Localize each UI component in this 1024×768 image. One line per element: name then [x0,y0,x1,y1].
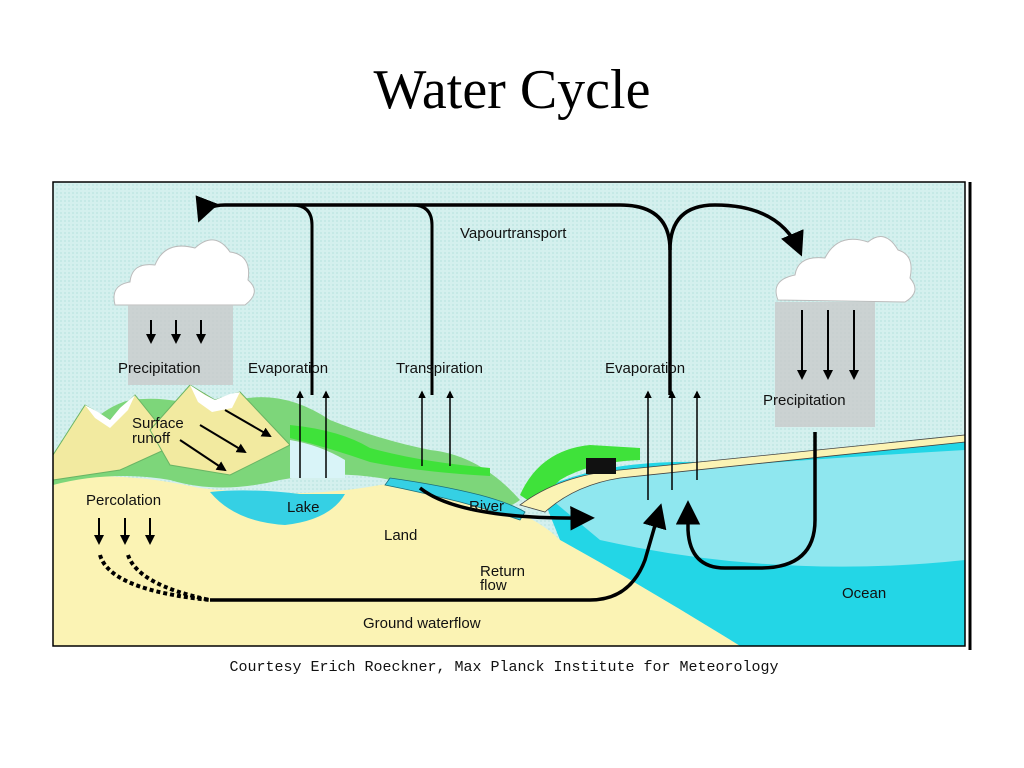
ground-water-flow-arrow [210,503,667,602]
label-evaporation-right: Evaporation [605,360,685,377]
rain-left [128,305,233,385]
runoff-arrow-1 [179,439,227,472]
label-precipitation-right: Precipitation [763,392,846,409]
label-percolation: Percolation [86,492,161,509]
ground-water-dashed [98,554,211,602]
cloud-left-icon [113,239,255,306]
label-return: Return [480,563,525,580]
label-precipitation-left: Precipitation [118,360,201,377]
vapour-transport-arrow-right [668,203,804,257]
cloud-right-icon [775,236,916,303]
forest-strip [290,425,490,476]
vapour-transport-arrow-left [195,195,672,395]
label-ocean: Ocean [842,585,886,602]
mountain-right [149,384,291,476]
rain-right [775,302,875,427]
label-transpiration: Transpiration [396,360,483,377]
label-flow: flow [480,577,507,594]
lake [210,490,345,525]
label-ground-water-flow: Ground waterflow [363,615,481,632]
label-lake: Lake [287,499,320,516]
snow-cap-right [190,385,240,412]
runoff-arrow-2 [199,424,247,454]
label-land: Land [384,527,417,544]
slide-title: Water Cycle [373,59,651,121]
diagram-frame [52,181,966,647]
ground-water-dashed-2 [126,554,211,602]
lake-surface-upper [290,440,345,478]
label-vapour-transport: Vapourtransport [460,225,567,242]
image-credit: Courtesy Erich Roeckner, Max Planck Inst… [229,659,779,676]
label-river: River [469,498,504,515]
river-flow-arrow [418,486,595,531]
label-surface: Surface [132,415,184,432]
factory-icon [586,458,616,474]
runoff-arrow-3 [224,409,272,438]
ocean-loop-arrow [675,432,817,570]
vapour-transport-branch-2 [411,203,434,395]
label-evaporation-left: Evaporation [248,360,328,377]
land-area [53,476,740,646]
ocean-shelf [540,450,965,567]
snow-cap-left [85,395,135,428]
label-runoff: runoff [132,430,171,447]
vapour-transport-branch-1 [291,203,314,395]
